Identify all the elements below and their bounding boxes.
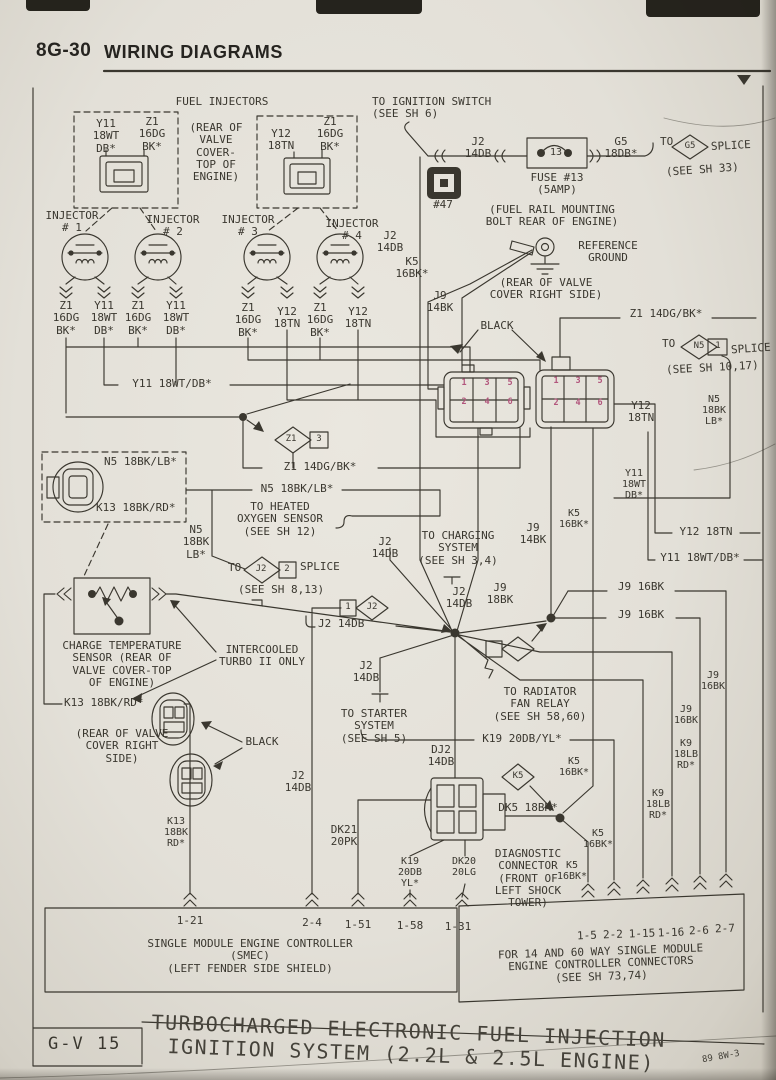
dashed-outlines — [41, 111, 358, 577]
diagnostic-connector-icon — [430, 777, 484, 841]
g5-splice-icon — [671, 134, 709, 160]
injector-3-icon — [243, 233, 291, 281]
j9-splice-icon — [501, 636, 535, 662]
injector-2-icon — [134, 233, 182, 281]
injector-4-icon — [316, 233, 364, 281]
n5-splice-icon — [680, 334, 718, 360]
smec-connectors-box — [458, 893, 745, 1003]
injector-connector-icon — [99, 155, 149, 193]
injector-1-icon — [61, 233, 109, 281]
j2-splice-1-icon — [355, 595, 389, 621]
page-code: 8G-30 — [36, 40, 92, 61]
page-title: WIRING DIAGRAMS — [104, 42, 283, 62]
smec-box — [44, 907, 458, 993]
k5-splice-icon — [501, 763, 535, 791]
connector-block-2 — [535, 369, 615, 429]
o2-connector-icon — [52, 461, 104, 513]
black-connector-icon — [151, 692, 195, 746]
ring-terminal-icon — [535, 237, 555, 257]
binder-clip — [316, 0, 422, 14]
corner-arrow-icon — [737, 75, 751, 85]
z1-splice-icon — [274, 426, 312, 454]
binder-clip — [26, 0, 90, 11]
injector-connector-icon — [283, 157, 331, 195]
figure-id: G-V 15 — [48, 1034, 122, 1054]
diagram-border — [32, 85, 764, 1067]
footer-box — [32, 1021, 765, 1067]
binder-clip — [646, 0, 760, 17]
fuse-13-box — [526, 137, 588, 169]
charge-temp-sensor-box — [73, 577, 151, 635]
fuse-terminal-icon — [564, 149, 572, 157]
wires — [43, 121, 763, 898]
fuse-terminal-icon — [537, 149, 545, 157]
chevron-symbols — [56, 149, 733, 907]
black-connector-icon — [169, 753, 213, 807]
j2-splice-icon — [243, 556, 281, 584]
page-curl-lines — [0, 117, 776, 1079]
